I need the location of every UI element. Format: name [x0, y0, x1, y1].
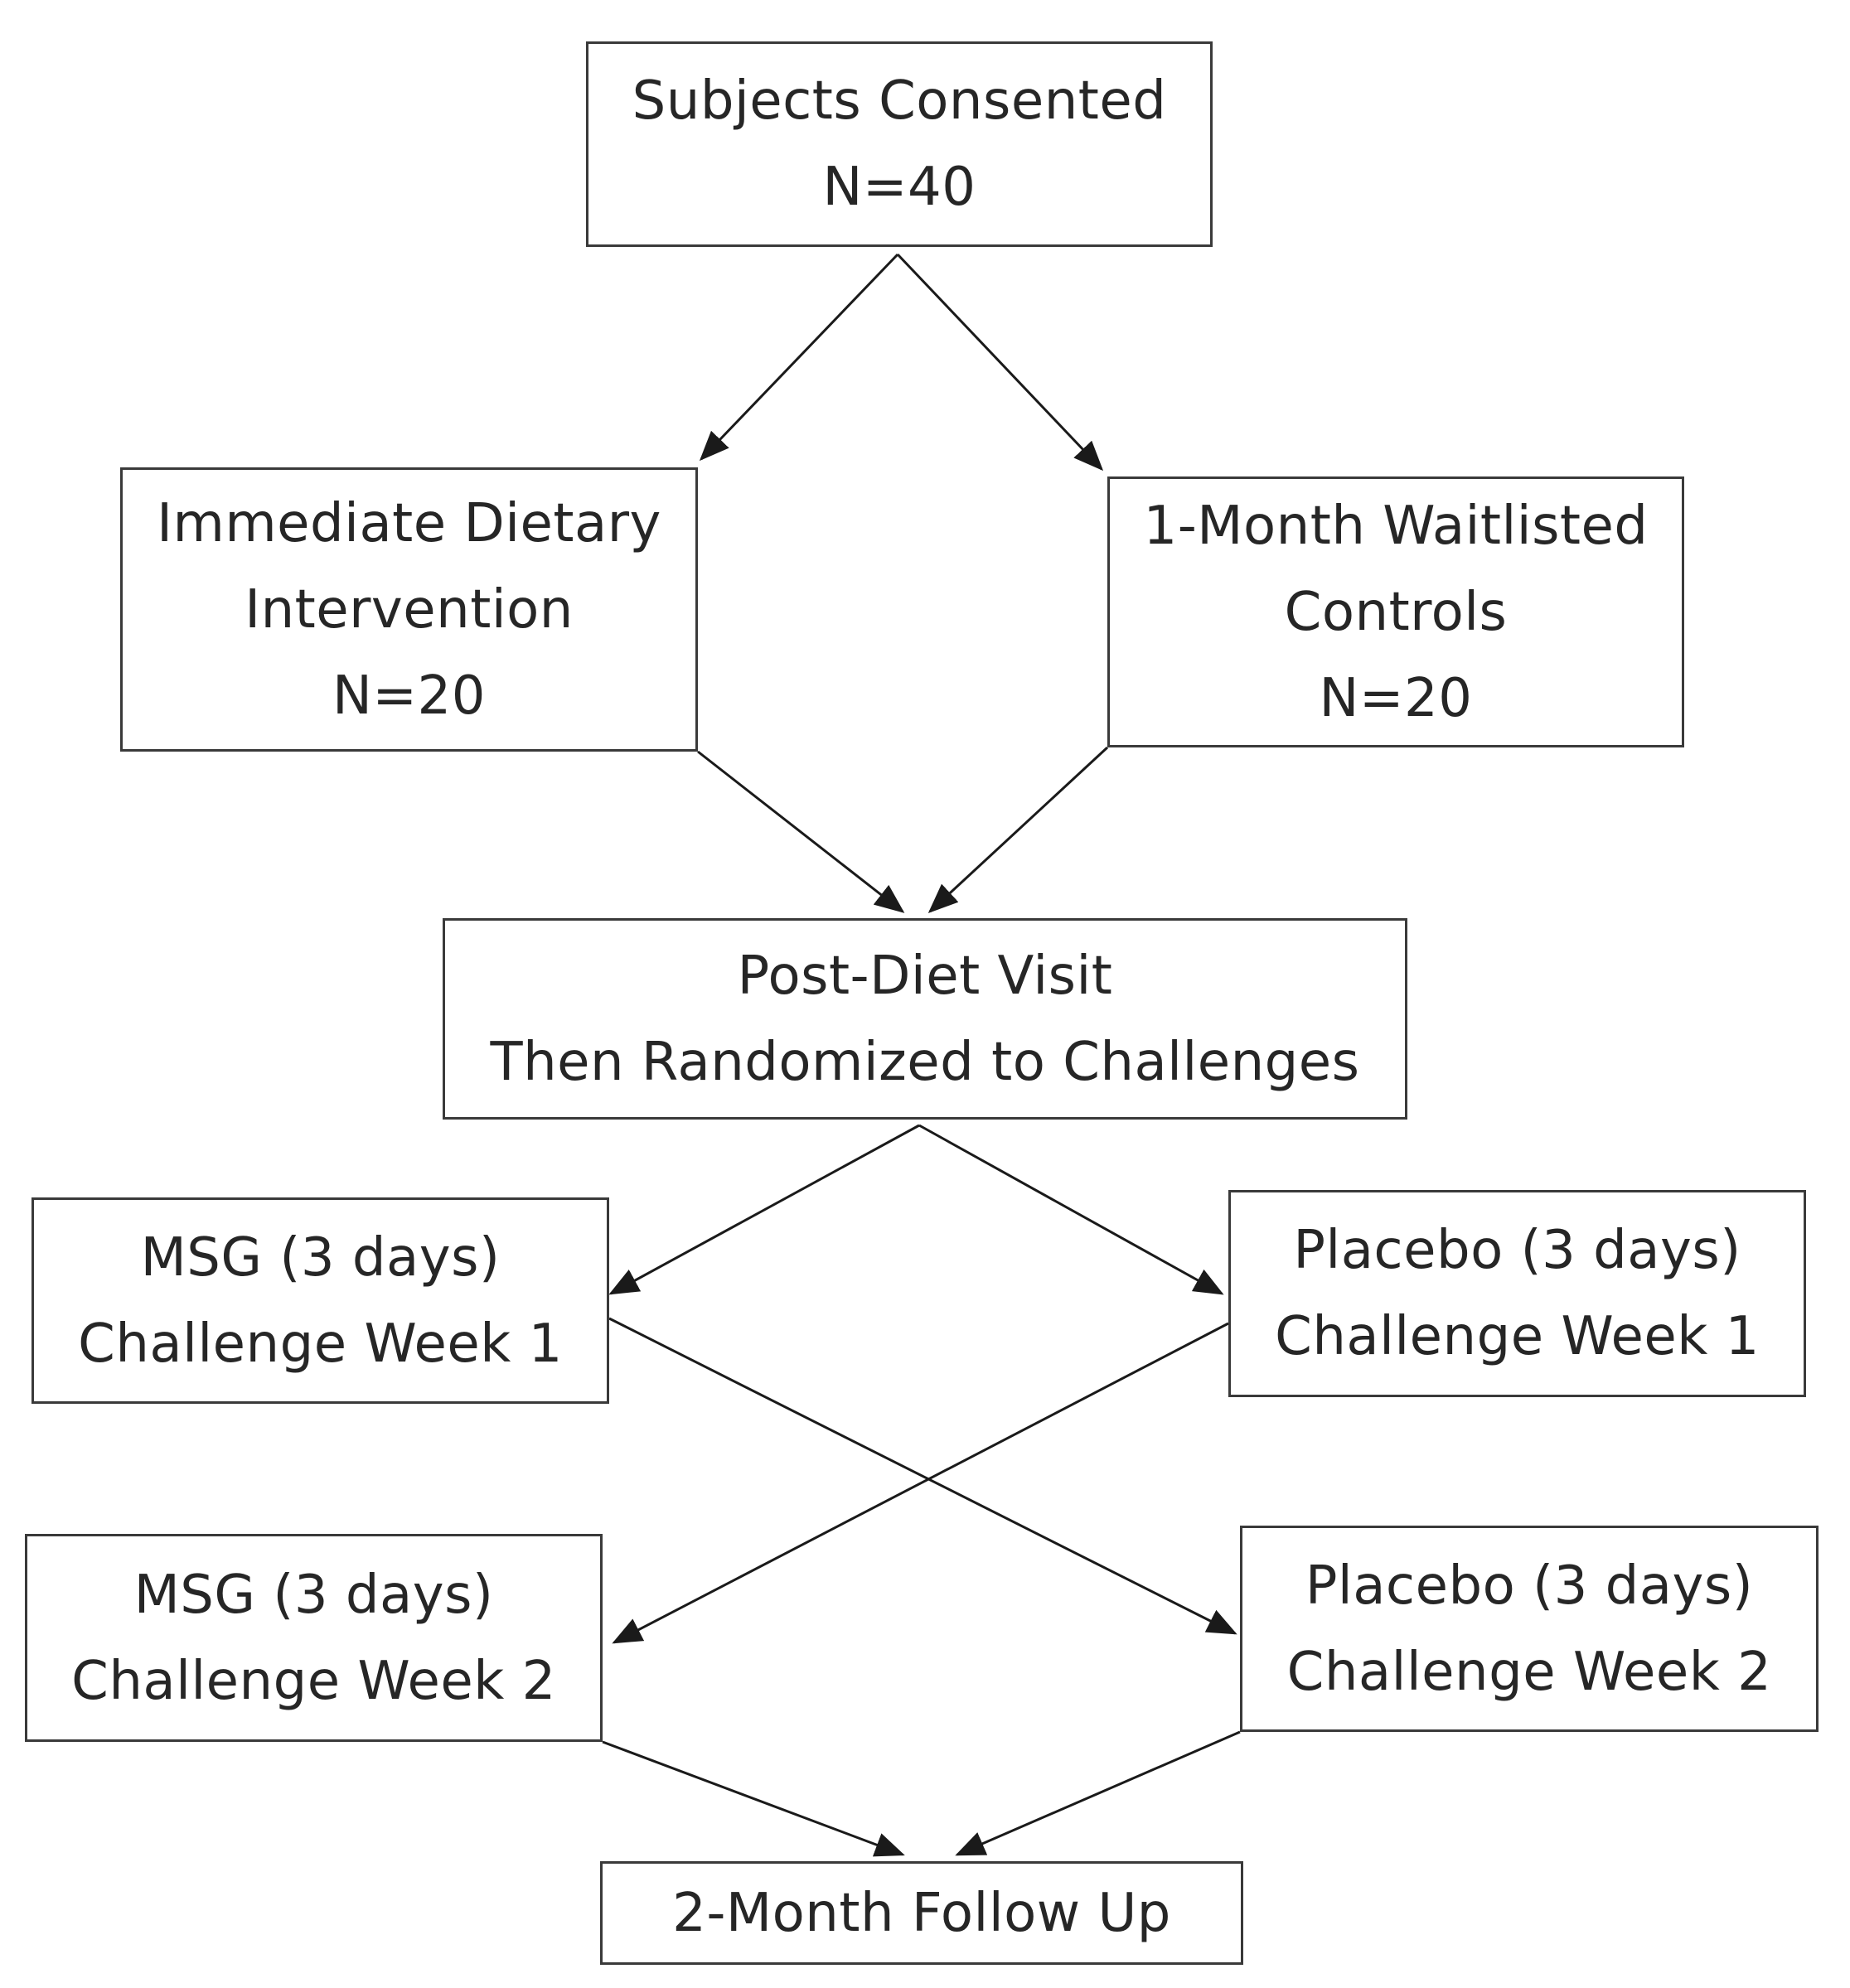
node-label: Challenge Week 2 — [1286, 1641, 1772, 1703]
arrow-waitlisted-to-postdiet — [927, 746, 1109, 914]
node-placebo-week-2: Placebo (3 days) Challenge Week 2 — [1240, 1526, 1819, 1732]
node-msg-week-2: MSG (3 days) Challenge Week 2 — [25, 1534, 603, 1742]
node-two-month-follow-up: 2-Month Follow Up — [600, 1861, 1243, 1965]
node-label: Placebo (3 days) — [1293, 1220, 1741, 1281]
node-label: Post-Diet Visit — [737, 945, 1113, 1007]
node-label: Then Randomized to Challenges — [490, 1031, 1360, 1093]
arrow-postdiet-to-msg1 — [608, 1124, 920, 1295]
node-subjects-consented: Subjects Consented N=40 — [586, 41, 1213, 247]
node-count: N=20 — [1319, 667, 1473, 729]
node-post-diet-visit: Post-Diet Visit Then Randomized to Chall… — [443, 918, 1407, 1120]
node-msg-week-1: MSG (3 days) Challenge Week 1 — [31, 1197, 609, 1404]
node-label: 1-Month Waitlisted — [1143, 495, 1649, 557]
node-label: Challenge Week 1 — [78, 1313, 563, 1375]
node-label: Placebo (3 days) — [1305, 1555, 1754, 1617]
arrow-msg2-to-followup — [602, 1740, 905, 1857]
arrow-placebo2-to-followup — [955, 1730, 1241, 1856]
node-label: Controls — [1284, 581, 1508, 643]
node-label: Immediate Dietary — [157, 492, 661, 554]
node-waitlisted-controls: 1-Month Waitlisted Controls N=20 — [1107, 476, 1684, 747]
node-count: N=40 — [822, 157, 976, 218]
arrow-msg1-to-placebo2 — [608, 1317, 1237, 1635]
node-label: Challenge Week 1 — [1275, 1306, 1760, 1367]
arrow-postdiet-to-placebo1 — [918, 1124, 1224, 1295]
arrow-immediate-to-postdiet — [697, 750, 905, 913]
node-label: Intervention — [245, 578, 574, 641]
node-count: N=20 — [332, 665, 486, 727]
node-placebo-week-1: Placebo (3 days) Challenge Week 1 — [1228, 1190, 1806, 1397]
arrow-consented-to-immediate — [699, 253, 899, 462]
arrow-placebo1-to-msg2 — [612, 1322, 1229, 1644]
node-label: MSG (3 days) — [133, 1564, 494, 1626]
node-immediate-dietary-intervention: Immediate Dietary Intervention N=20 — [120, 467, 698, 752]
node-label: MSG (3 days) — [140, 1226, 501, 1289]
node-label: Challenge Week 2 — [71, 1650, 556, 1712]
node-label: Subjects Consented — [632, 70, 1167, 132]
arrow-consented-to-waitlisted — [896, 253, 1104, 472]
node-label: 2-Month Follow Up — [672, 1882, 1171, 1944]
